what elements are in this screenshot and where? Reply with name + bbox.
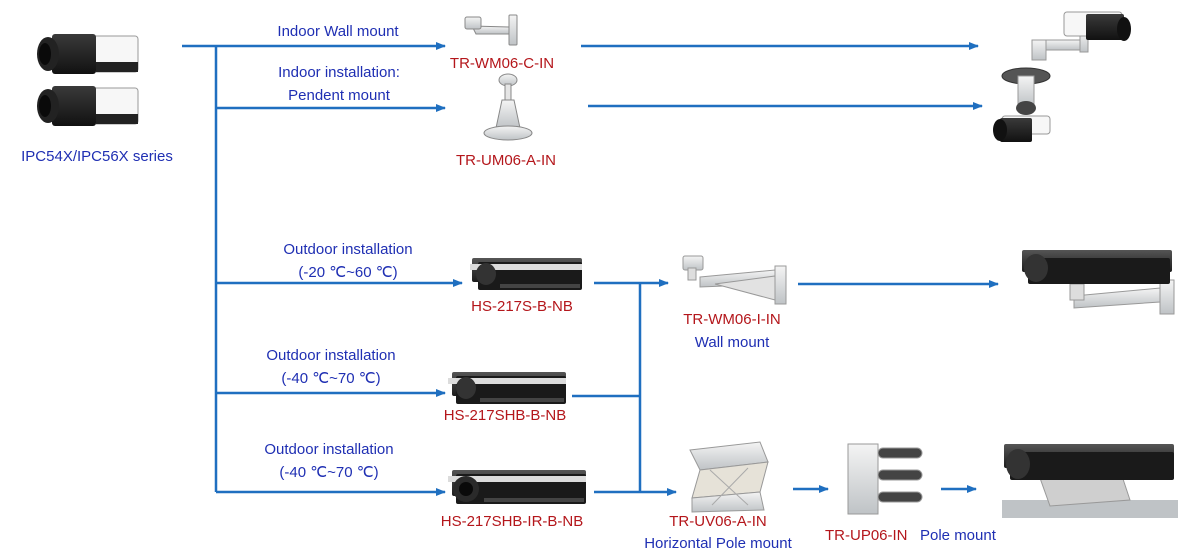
branch-route-label: Indoor installation: (278, 64, 400, 81)
indoor-wall-bracket-icon (464, 14, 518, 46)
branch-route-label: Outdoor installation (266, 347, 396, 364)
indoor-wall-mounted-camera-icon (1031, 11, 1131, 61)
outdoor-wall-model-label: TR-WM06-I-IN (683, 311, 781, 328)
horizontal-pole-model-label: TR-UV06-A-IN (669, 513, 767, 530)
branch-route-sublabel: (-20 ℃~60 ℃) (298, 264, 398, 281)
box-camera-icon (37, 34, 139, 74)
pendent-mount-icon (483, 73, 533, 141)
horizontal-pole-mount-icon (689, 441, 769, 513)
horizontal-pole-type-label: Horizontal Pole mount (644, 535, 792, 552)
pole-mount-icon (847, 443, 923, 515)
outdoor-housing-icon (470, 258, 582, 290)
branch-model-label: HS-217S-B-NB (471, 298, 573, 315)
branch-route-sublabel: (-40 ℃~70 ℃) (279, 464, 379, 481)
connector-lines (182, 42, 999, 496)
branch-route-sublabel: (-40 ℃~70 ℃) (281, 370, 381, 387)
outdoor-housing-ir-icon (448, 470, 586, 504)
branch-route-label: Indoor Wall mount (277, 23, 399, 40)
outdoor-wall-bracket-icon (682, 255, 787, 305)
source-series-label: IPC54X/IPC56X series (21, 148, 173, 165)
branch-model-label: TR-WM06-C-IN (449, 55, 555, 72)
pendent-mounted-camera-icon (993, 67, 1051, 142)
branch-route-label: Outdoor installation (283, 241, 413, 258)
outdoor-wall-type-label: Wall mount (694, 334, 770, 351)
box-camera-icon (37, 86, 139, 126)
outdoor-housing-icon (448, 372, 566, 404)
outdoor-wall-mounted-camera-icon (1022, 250, 1175, 315)
branch-route-sublabel: Pendent mount (288, 87, 390, 104)
pole-mount-model-label: TR-UP06-IN (825, 527, 908, 544)
pole-mounted-camera-icon (1002, 444, 1178, 518)
pole-mount-type-label: Pole mount (920, 527, 996, 544)
branch-model-label: HS-217SHB-B-NB (443, 407, 567, 424)
branch-route-label: Outdoor installation (264, 441, 394, 458)
branch-model-label: HS-217SHB-IR-B-NB (440, 513, 584, 530)
branch-model-label: TR-UM06-A-IN (456, 152, 556, 169)
